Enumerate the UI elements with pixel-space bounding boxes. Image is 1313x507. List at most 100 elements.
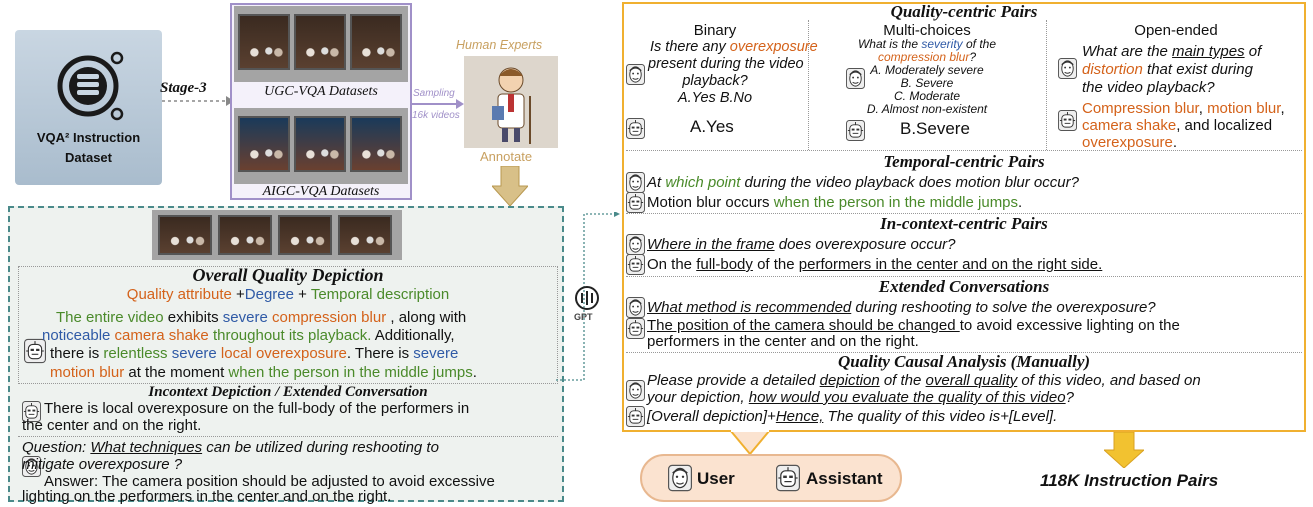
- text-segment: The entire video: [56, 309, 164, 326]
- assistant-avatar-open: [1058, 110, 1077, 131]
- open-q-2: distortion that exist during: [1082, 61, 1253, 78]
- left-question-2: mitigate overexposure ?: [22, 456, 183, 473]
- frame-figures: [352, 35, 400, 64]
- text-segment: motion blur: [1207, 100, 1281, 117]
- multi-q-6: D. Almost non-existent: [808, 103, 1046, 116]
- frame-figures: [240, 35, 288, 64]
- text-segment: [Overall depiction]+: [647, 408, 776, 425]
- overall-desc-1: The entire video exhibits severe compres…: [56, 309, 466, 326]
- text-segment: does overexposure occur?: [774, 236, 956, 253]
- causal-title: Quality Causal Analysis (Manually): [837, 352, 1091, 371]
- incontext-pairs-title: In-context-centric Pairs: [880, 214, 1048, 233]
- text-segment: On the: [647, 256, 697, 273]
- text-segment: camera shake: [110, 327, 209, 344]
- sep-incontext: [626, 213, 1302, 214]
- incontext-text-2: the center and on the right.: [22, 417, 202, 434]
- legend-assistant: Assistant: [806, 469, 883, 488]
- formula-degree: Degree: [244, 286, 294, 303]
- text-segment: how would you evaluate the quality of th…: [748, 389, 1066, 406]
- text-segment: depiction: [819, 372, 880, 389]
- multi-q-3: A. Moderately severe: [808, 64, 1046, 77]
- text-segment: Where in the frame: [647, 236, 775, 253]
- text-segment: exhibits: [163, 309, 223, 326]
- text-segment: ,: [1198, 100, 1208, 117]
- text-segment: noticeable: [42, 327, 111, 344]
- open-a-1: Compression blur, motion blur,: [1082, 100, 1285, 117]
- text-segment: throughout its playback.: [208, 327, 372, 344]
- assistant-avatar: [24, 338, 46, 364]
- frame-figures: [280, 229, 330, 249]
- formula: Quality attribute +Degree + Temporal des…: [18, 286, 558, 303]
- user-avatar-open: [1058, 58, 1077, 79]
- text-segment: Compression blur: [1082, 100, 1199, 117]
- text-segment: The position of the camera should be cha…: [647, 317, 960, 334]
- video-frame: [294, 116, 346, 172]
- open-q-3: the video playback?: [1082, 79, 1215, 96]
- sep-temporal: [626, 150, 1302, 151]
- text-segment: playback?: [682, 73, 748, 89]
- text-segment: during the video playback does motion bl…: [740, 174, 1079, 191]
- stage-label: Stage-3: [160, 80, 207, 96]
- user-avatar-multi: [846, 68, 865, 89]
- text-segment: which point: [665, 174, 741, 191]
- multi-answer: B.Severe: [900, 119, 970, 138]
- sep-extended: [626, 276, 1302, 277]
- formula-plus1: +: [231, 286, 245, 303]
- overall-desc-4: motion blur at the moment when the perso…: [50, 364, 477, 381]
- assistant-avatar-extended: [626, 318, 645, 339]
- user-avatar-left: [22, 456, 41, 477]
- formula-attr: Quality attribute: [126, 286, 232, 303]
- text-segment: severe: [413, 345, 459, 362]
- left-answer-2: lighting on the performers in the center…: [22, 488, 392, 505]
- text-segment: overexposure: [729, 39, 818, 55]
- divider-1: [808, 20, 809, 150]
- text-segment: compression blur: [267, 309, 387, 326]
- overall-desc-3: there is relentless severe local overexp…: [50, 345, 458, 362]
- incontext-answer: On the full-body of the performers in th…: [647, 256, 1102, 273]
- database-icon: [57, 51, 124, 121]
- video-frame: [218, 215, 272, 255]
- text-segment: full-body: [696, 256, 753, 273]
- assistant-avatar-2: [22, 401, 41, 422]
- temporal-answer: Motion blur occurs when the person in th…: [647, 194, 1022, 211]
- text-segment: local overexposure: [216, 345, 347, 362]
- text-segment: What method is recommended: [647, 299, 852, 316]
- video-frame: [350, 14, 402, 70]
- text-segment: ,: [1280, 100, 1285, 117]
- multi-q-5: C. Moderate: [808, 90, 1046, 103]
- text-segment: ?: [969, 50, 977, 64]
- formula-temporal: Temporal description: [310, 286, 450, 303]
- text-segment: of this video, and based on: [1017, 372, 1201, 389]
- text-segment: What is the: [857, 37, 922, 51]
- text-segment: there is: [50, 345, 104, 362]
- dataset-title-1: VQA² Instruction: [36, 130, 141, 145]
- text-segment: motion blur: [50, 364, 125, 381]
- incontext-question: Where in the frame does overexposure occ…: [647, 236, 956, 253]
- text-segment: , along with: [386, 309, 467, 326]
- text-segment: severe: [167, 345, 217, 362]
- divider-2: [1046, 20, 1047, 150]
- text-segment: to avoid excessive lighting on the: [959, 317, 1180, 334]
- binary-answer: A.Yes: [690, 117, 734, 136]
- frame-figures: [220, 229, 270, 249]
- text-segment: at the moment: [124, 364, 229, 381]
- assistant-avatar-causal: [626, 406, 645, 427]
- text-segment: severe: [222, 309, 268, 326]
- text-segment: C. Moderate: [893, 89, 961, 103]
- multi-q-2: compression blur?: [808, 51, 1046, 64]
- text-segment: .: [1172, 134, 1178, 151]
- text-segment: compression blur: [877, 50, 970, 64]
- temporal-title: Temporal-centric Pairs: [883, 152, 1045, 171]
- video-frame: [278, 215, 332, 255]
- text-segment: of the: [752, 256, 799, 273]
- binary-q-3: playback?: [622, 73, 808, 90]
- sampling-arrow: [412, 99, 464, 109]
- text-segment: when the person in the middle jumps: [773, 194, 1019, 211]
- legend-user: User: [697, 469, 735, 488]
- user-avatar-causal: [626, 380, 645, 401]
- text-segment: Is there any: [650, 39, 730, 55]
- result-arrow: [1104, 432, 1144, 468]
- open-a-3: overexposure.: [1082, 134, 1177, 151]
- extended-title: Extended Conversations: [878, 277, 1050, 296]
- incontext-conv-title: Incontext Depiction / Extended Conversat…: [148, 384, 428, 400]
